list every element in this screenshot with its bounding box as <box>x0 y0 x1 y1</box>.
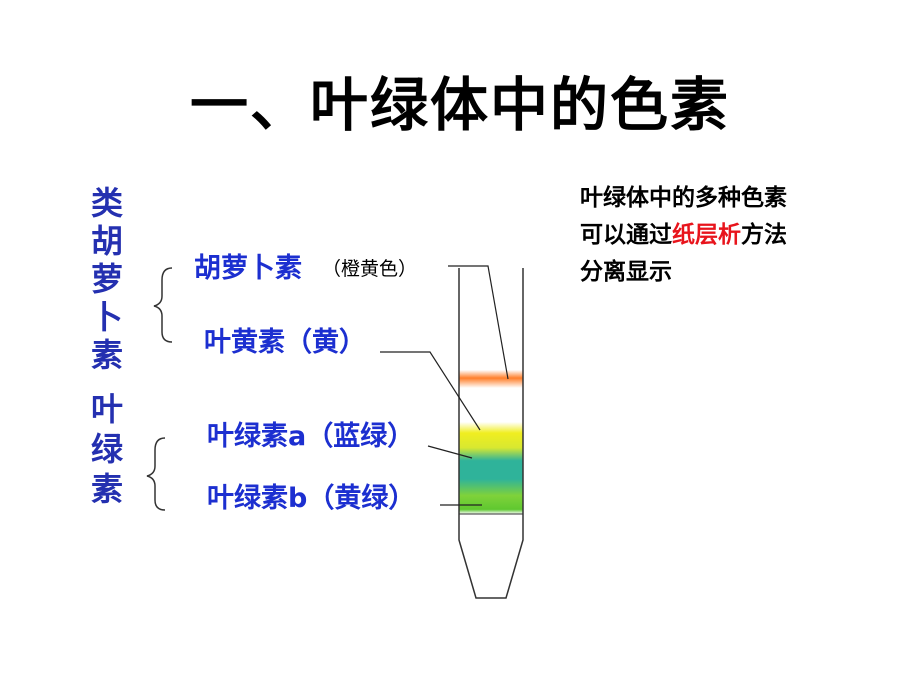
pigment-color-note-carotene: （橙黄色） <box>322 258 418 280</box>
band-carotene <box>459 370 523 388</box>
group-label-carotenoids: 类胡萝卜素 <box>80 186 130 384</box>
leader-xanthophyll <box>380 351 481 431</box>
pigment-label-xanthophyll: 叶黄素（黄） <box>204 327 366 358</box>
leader-chlorophyll-a <box>427 445 473 459</box>
group-label-chlorophylls-text: 叶绿素 <box>86 392 124 512</box>
pigment-label-chlorophyll-b: 叶绿素b（黄绿） <box>207 483 416 514</box>
note-highlight-term: 纸层析 <box>672 222 741 248</box>
brace-carotenoids <box>153 267 173 343</box>
group-label-carotenoids-text: 类胡萝卜素 <box>86 186 124 376</box>
page-title: 一、叶绿体中的色素 <box>189 71 730 139</box>
note-line-2: 可以通过纸层析方法 <box>580 217 787 254</box>
group-label-chlorophylls: 叶绿素 <box>80 392 130 520</box>
paper-strip <box>458 268 524 599</box>
band-chlorophylls <box>459 422 523 514</box>
note-line-1: 叶绿体中的多种色素 <box>580 185 787 211</box>
explanation-note: 叶绿体中的多种色素 可以通过纸层析方法 分离显示 <box>580 180 787 291</box>
pigment-label-chlorophyll-a: 叶绿素a（蓝绿） <box>207 421 415 452</box>
leader-carotene <box>448 265 509 380</box>
note-line-2-prefix: 可以通过 <box>580 222 672 248</box>
note-line-3: 分离显示 <box>580 259 672 285</box>
brace-chlorophylls <box>146 437 166 511</box>
note-line-2-suffix: 方法 <box>741 222 787 248</box>
pigment-label-carotene: 胡萝卜素 <box>194 253 302 284</box>
